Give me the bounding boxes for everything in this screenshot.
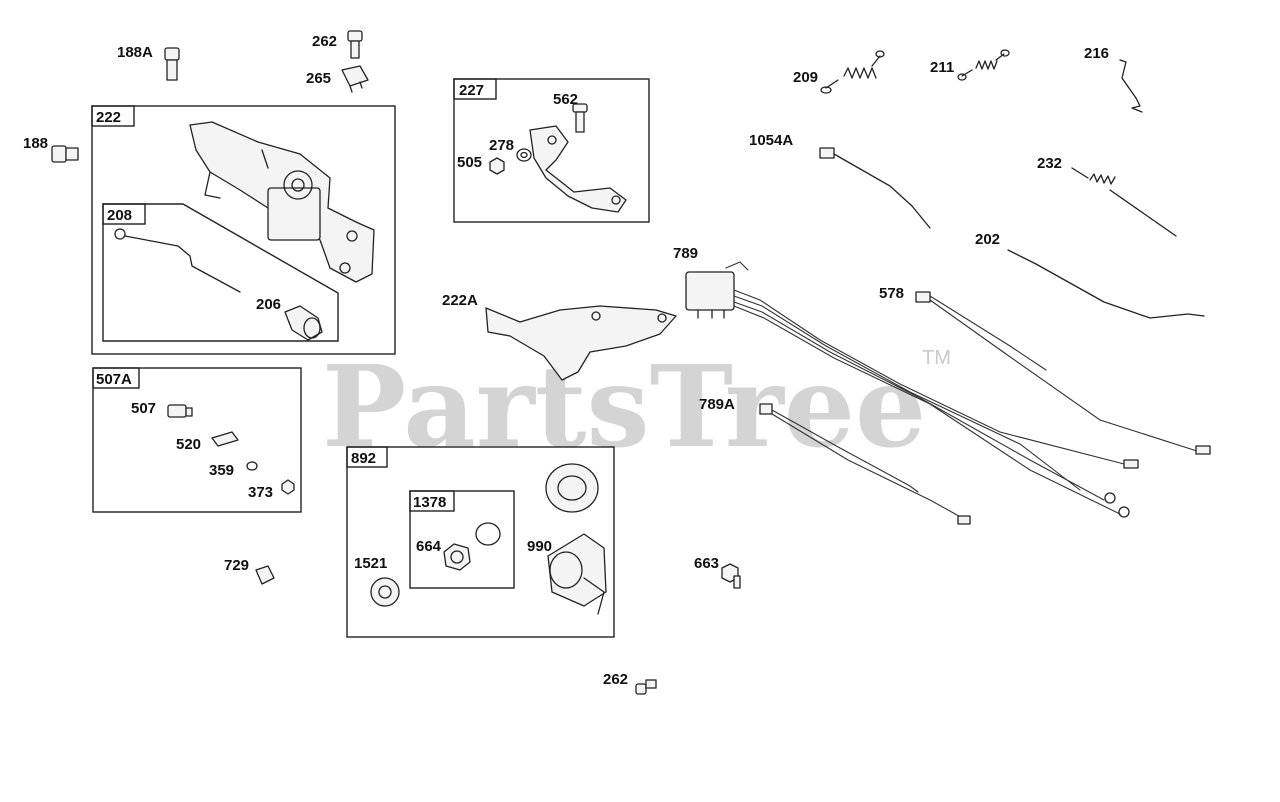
group-label-227: 227 — [459, 82, 484, 99]
label-232: 232 — [1037, 155, 1062, 172]
label-373: 373 — [248, 484, 273, 501]
label-520: 520 — [176, 436, 201, 453]
parts-tree-watermark: PartsTree TM — [322, 342, 951, 473]
watermark-trademark: TM — [922, 347, 951, 369]
watermark-logo-text: PartsTree — [322, 342, 926, 473]
label-262-top: 262 — [312, 33, 337, 50]
part-209-spring[interactable] — [820, 50, 885, 94]
part-232-spring[interactable] — [1071, 167, 1177, 237]
part-729-clip[interactable] — [255, 565, 275, 585]
label-507: 507 — [131, 400, 156, 417]
part-663-bolt[interactable] — [721, 563, 741, 589]
label-262-bottom: 262 — [603, 671, 628, 688]
label-789: 789 — [673, 245, 698, 262]
part-578-wire-harness[interactable] — [915, 291, 1211, 455]
part-206-knob[interactable] — [284, 305, 323, 341]
label-359: 359 — [209, 462, 234, 479]
part-359-washer[interactable] — [246, 461, 258, 471]
part-188a-bolt[interactable] — [164, 47, 180, 81]
group-label-208: 208 — [107, 207, 132, 224]
part-188-bolt[interactable] — [51, 145, 79, 163]
label-209: 209 — [793, 69, 818, 86]
label-1054a: 1054A — [749, 132, 793, 149]
group-892[interactable]: 892 — [346, 446, 615, 638]
part-1521-bearing[interactable] — [370, 577, 400, 607]
group-222[interactable]: 222 — [91, 105, 396, 355]
group-label-1378: 1378 — [413, 494, 446, 511]
part-562-pin[interactable] — [572, 103, 588, 133]
label-206: 206 — [256, 296, 281, 313]
label-562: 562 — [553, 91, 578, 108]
group-208[interactable]: 208 — [102, 203, 339, 342]
part-278-washer[interactable] — [516, 148, 532, 162]
group-label-892: 892 — [351, 450, 376, 467]
label-729: 729 — [224, 557, 249, 574]
part-222-control-bracket[interactable] — [189, 121, 375, 283]
label-278: 278 — [489, 137, 514, 154]
part-211-spring[interactable] — [957, 49, 1010, 81]
label-505: 505 — [457, 154, 482, 171]
part-664-nut[interactable] — [443, 522, 501, 571]
part-789a-wire-harness[interactable] — [759, 403, 971, 525]
part-222a-bracket[interactable] — [485, 305, 677, 381]
part-262-top-bolt[interactable] — [347, 30, 363, 59]
group-507a[interactable]: 507A — [92, 367, 302, 513]
part-265-clip[interactable] — [341, 65, 369, 93]
label-216: 216 — [1084, 45, 1109, 62]
part-520-terminal[interactable] — [211, 431, 239, 447]
part-990-ignition-switch[interactable] — [545, 463, 607, 615]
label-188: 188 — [23, 135, 48, 152]
group-label-507a: 507A — [96, 371, 132, 388]
part-789-wire-harness[interactable] — [685, 261, 1139, 518]
group-label-222: 222 — [96, 109, 121, 126]
part-1054a-cable-tie[interactable] — [819, 147, 931, 229]
part-208-rod[interactable] — [114, 228, 241, 293]
part-262-bottom-bolt[interactable] — [635, 679, 657, 695]
label-1521: 1521 — [354, 555, 387, 572]
label-664: 664 — [416, 538, 442, 555]
part-505-nut[interactable] — [489, 157, 505, 175]
label-211: 211 — [930, 59, 954, 76]
label-663: 663 — [694, 555, 719, 572]
part-507-switch[interactable] — [167, 404, 193, 418]
label-789a: 789A — [699, 396, 735, 413]
label-990: 990 — [527, 538, 552, 555]
label-202: 202 — [975, 231, 1000, 248]
label-578: 578 — [879, 285, 904, 302]
part-202-rod[interactable] — [1007, 249, 1205, 319]
group-1378[interactable]: 1378 — [409, 490, 515, 589]
part-216-rod[interactable] — [1119, 59, 1143, 113]
group-227[interactable]: 227 — [453, 78, 650, 223]
label-188a: 188A — [117, 44, 153, 61]
label-222a: 222A — [442, 292, 478, 309]
label-265: 265 — [306, 70, 331, 87]
part-227-bracket[interactable] — [529, 125, 627, 213]
part-373-nut[interactable] — [281, 479, 295, 495]
